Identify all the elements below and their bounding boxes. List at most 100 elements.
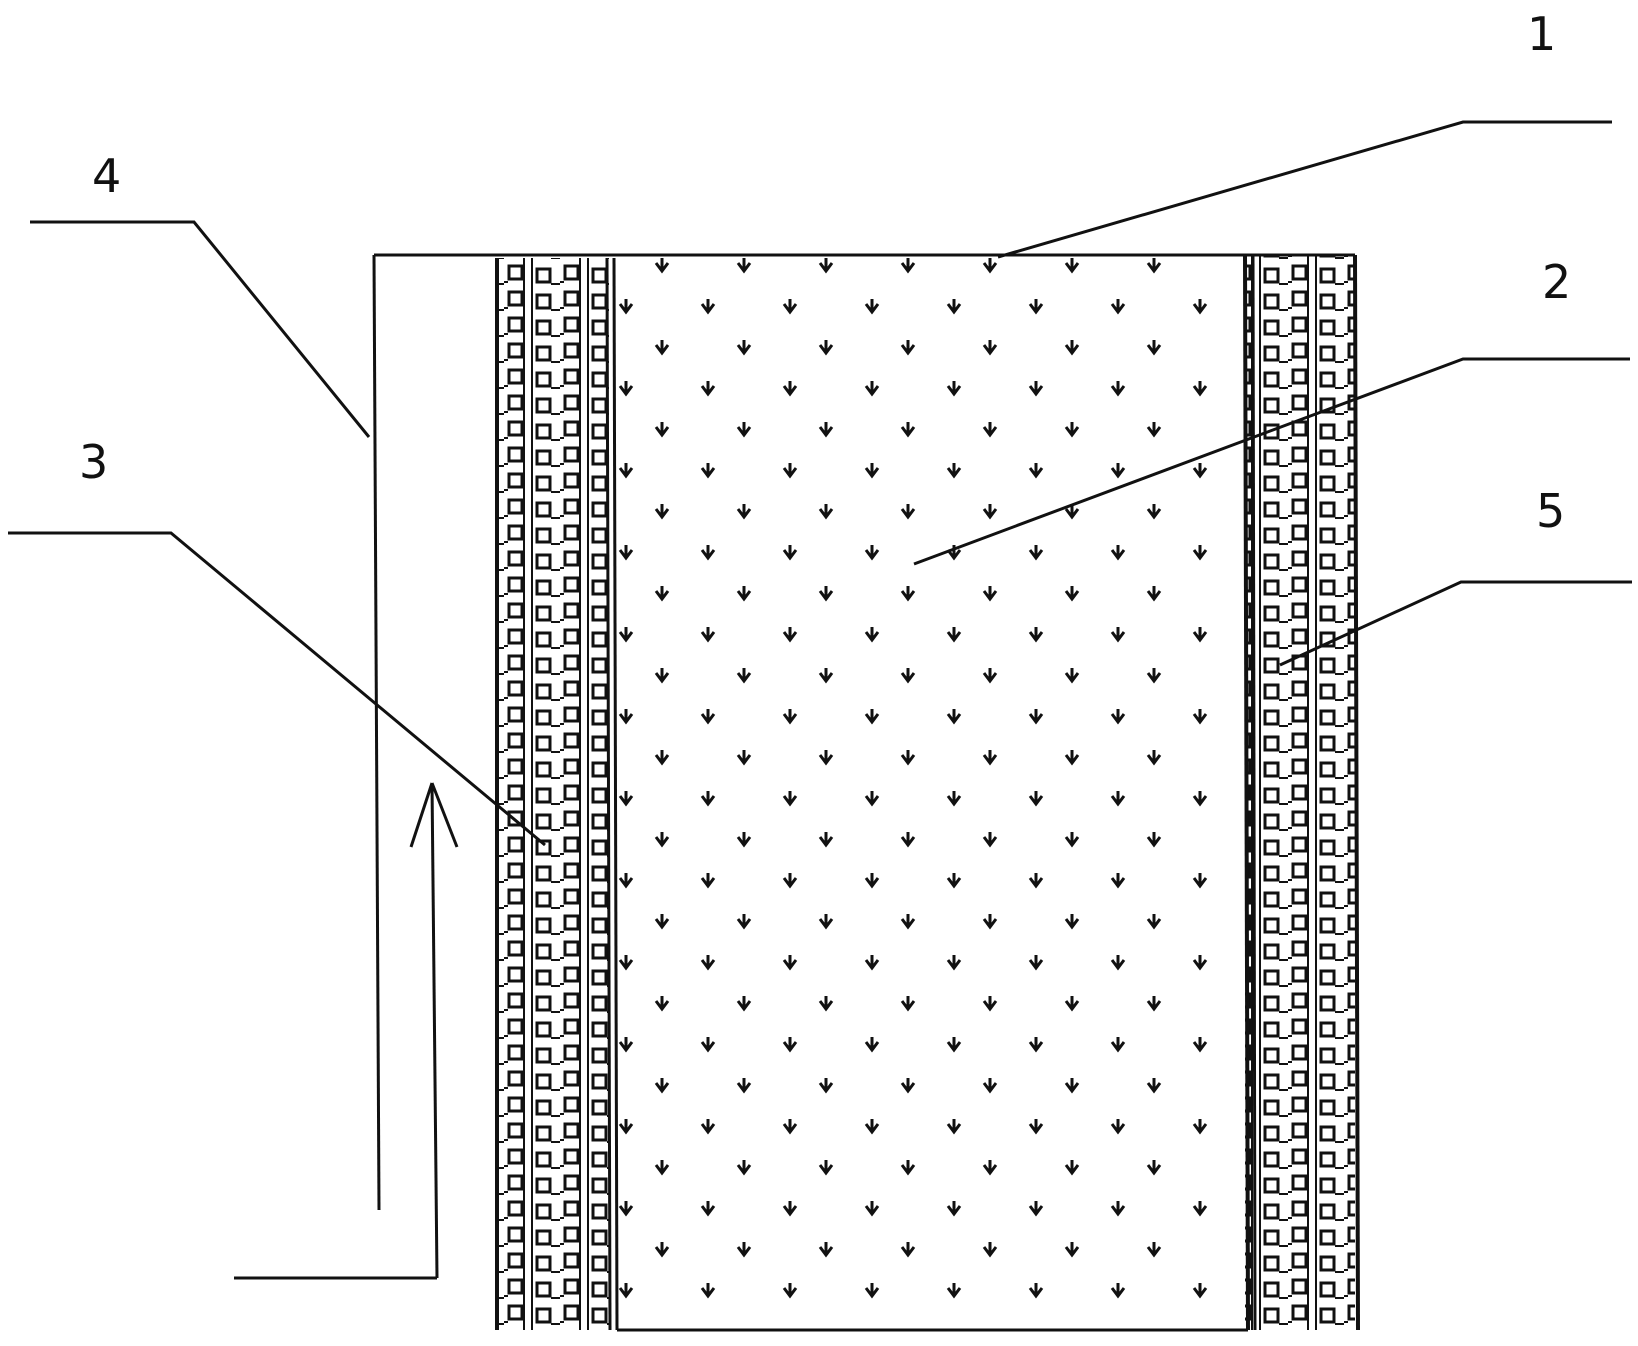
granule-mark [818, 586, 834, 602]
granule-mark [700, 381, 716, 397]
granule-mark [618, 1119, 634, 1135]
granule-mark [736, 750, 752, 766]
granule-mark [1110, 381, 1126, 397]
granule-mark [982, 504, 998, 520]
granule-mark [1064, 1242, 1080, 1258]
granule-mark [1192, 1037, 1208, 1053]
granule-mark [736, 1160, 752, 1176]
granule-mark [782, 1283, 798, 1299]
granule-mark [1110, 1283, 1126, 1299]
granule-mark [818, 996, 834, 1012]
granule-mark [782, 955, 798, 971]
granule-mark [1028, 627, 1044, 643]
granule-mark [736, 422, 752, 438]
granule-mark [1028, 1201, 1044, 1217]
granule-mark [654, 750, 670, 766]
granule-mark [864, 791, 880, 807]
granule-mark [1146, 1078, 1162, 1094]
granule-mark [700, 791, 716, 807]
central-chamber [618, 258, 1208, 1299]
granule-mark [736, 668, 752, 684]
granule-mark [618, 545, 634, 561]
granule-mark [736, 914, 752, 930]
granule-mark [782, 873, 798, 889]
granule-mark [900, 1160, 916, 1176]
granule-mark [982, 340, 998, 356]
granule-mark [654, 996, 670, 1012]
granule-mark [1146, 340, 1162, 356]
granule-mark [946, 545, 962, 561]
granule-mark [946, 709, 962, 725]
granule-mark [1028, 463, 1044, 479]
granule-mark [982, 914, 998, 930]
granule-mark [900, 340, 916, 356]
granule-mark [1110, 463, 1126, 479]
granule-mark [818, 832, 834, 848]
granule-mark [900, 832, 916, 848]
granule-mark [1028, 299, 1044, 315]
granule-mark [864, 545, 880, 561]
granule-mark [700, 873, 716, 889]
granule-mark [864, 1201, 880, 1217]
granule-mark [1110, 1119, 1126, 1135]
granule-mark [782, 463, 798, 479]
granule-mark [618, 1037, 634, 1053]
granule-mark [864, 955, 880, 971]
granule-mark [900, 258, 916, 274]
granule-mark [1146, 504, 1162, 520]
granule-mark [618, 709, 634, 725]
granule-mark [1110, 299, 1126, 315]
granule-mark [700, 1037, 716, 1053]
granule-mark [736, 1078, 752, 1094]
granule-mark [982, 1078, 998, 1094]
granule-mark [736, 1242, 752, 1258]
granule-mark [1028, 1283, 1044, 1299]
granule-mark [900, 1242, 916, 1258]
granule-mark [1192, 545, 1208, 561]
granule-mark [1064, 586, 1080, 602]
granule-mark [982, 668, 998, 684]
granule-mark [654, 914, 670, 930]
granule-mark [818, 1078, 834, 1094]
granule-mark [1192, 955, 1208, 971]
leader-5 [1279, 580, 1632, 667]
granule-mark [1064, 996, 1080, 1012]
granule-mark [818, 1242, 834, 1258]
granule-mark [1146, 914, 1162, 930]
granule-mark [618, 627, 634, 643]
granule-mark [818, 750, 834, 766]
granule-mark [946, 1037, 962, 1053]
right-porous-wall [1243, 254, 1360, 1331]
leader-lines [8, 120, 1632, 847]
granule-mark [1192, 627, 1208, 643]
granule-mark [900, 1078, 916, 1094]
inflow-arrow [234, 782, 459, 1280]
granule-mark [864, 1283, 880, 1299]
granule-mark [618, 1201, 634, 1217]
granule-mark [700, 955, 716, 971]
granule-mark [654, 504, 670, 520]
granule-mark [1028, 873, 1044, 889]
granule-mark [1028, 709, 1044, 725]
granule-mark [864, 709, 880, 725]
granule-mark [700, 545, 716, 561]
label-2: 2 [1542, 255, 1571, 309]
granule-mark [782, 1201, 798, 1217]
granular-fill-dots [618, 258, 1208, 1299]
granule-mark [1064, 750, 1080, 766]
outer-casing [372, 253, 1355, 1332]
granule-mark [782, 709, 798, 725]
granule-mark [1064, 340, 1080, 356]
label-3: 3 [79, 435, 108, 489]
granule-mark [864, 627, 880, 643]
granule-mark [1192, 873, 1208, 889]
granule-mark [900, 750, 916, 766]
granule-mark [946, 873, 962, 889]
granule-mark [736, 258, 752, 274]
granule-mark [982, 586, 998, 602]
granule-mark [700, 463, 716, 479]
granule-mark [982, 1242, 998, 1258]
granule-mark [654, 258, 670, 274]
granule-mark [818, 914, 834, 930]
granule-mark [946, 955, 962, 971]
